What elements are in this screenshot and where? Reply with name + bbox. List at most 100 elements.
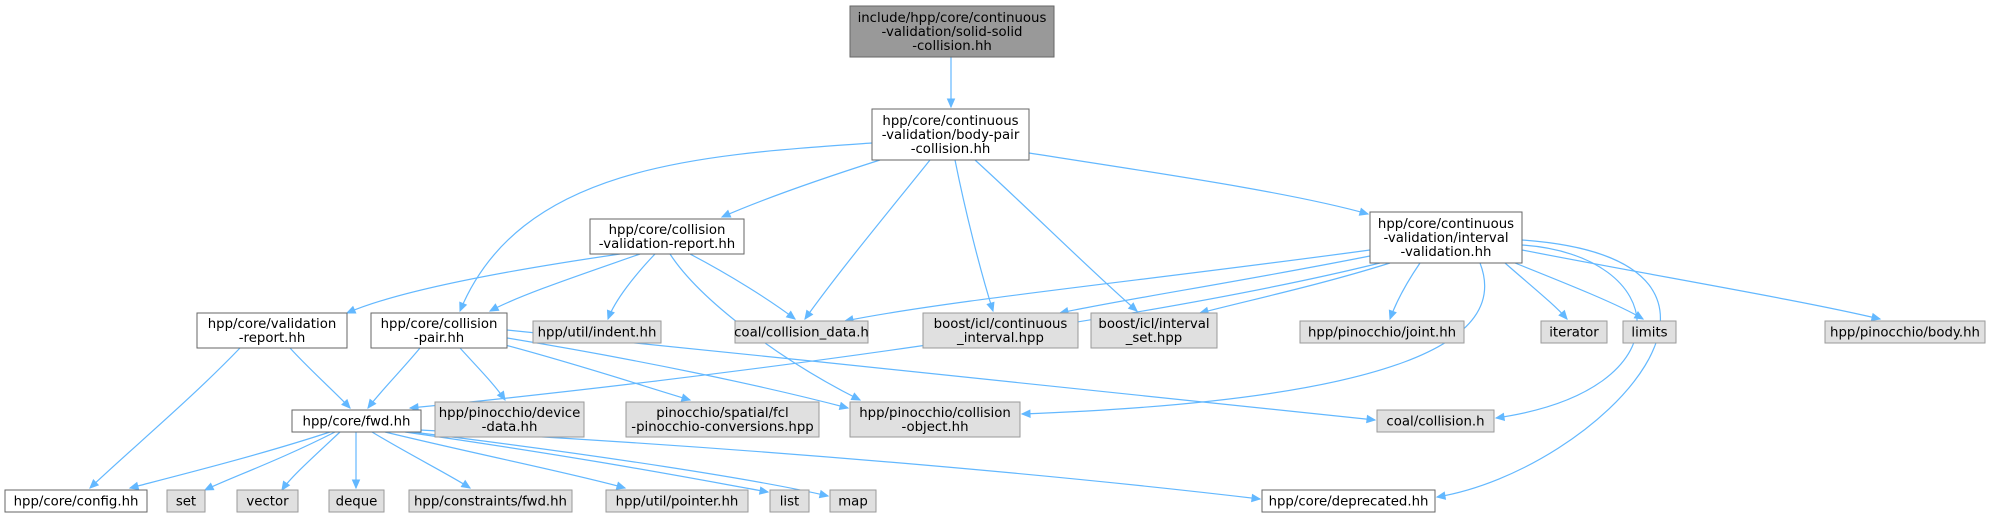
node-box (1824, 320, 1986, 344)
node-label-line: vector (246, 495, 289, 510)
node-devdata: hpp/pinocchio/device-data.hh (434, 401, 585, 438)
node-deprecated[interactable]: hpp/core/deprecated.hh (1261, 489, 1436, 513)
edge-cpair-to-coalcoll (506, 329, 1376, 421)
edge-cvreport-to-indent (607, 253, 656, 320)
node-label-line: -validation/interval (1383, 231, 1508, 246)
node-label-line: hpp/core/fwd.hh (303, 415, 411, 430)
node-box (605, 489, 749, 513)
node-label-line: -collision.hh (912, 39, 992, 54)
edge-bodypair-to-icl_set (974, 159, 1138, 312)
node-box (734, 320, 869, 344)
node-box (1369, 211, 1523, 264)
node-label-line: -collision.hh (911, 142, 991, 157)
node-label-line: hpp/core/deprecated.hh (1269, 495, 1429, 510)
node-box (849, 5, 1055, 58)
arrowhead-bodypair-to-cvreport (720, 209, 732, 218)
edge-interval-to-coaldata (844, 249, 1371, 322)
node-cpair[interactable]: hpp/core/collision-pair.hh (370, 312, 508, 349)
edge-bodypair-to-cvreport (721, 159, 881, 218)
node-cfwd: hpp/constraints/fwd.hh (408, 489, 573, 513)
node-cvreport[interactable]: hpp/core/collision-validation-report.hh (589, 218, 745, 255)
node-box (196, 312, 348, 349)
edge-interval-to-limits (1514, 262, 1644, 320)
node-root[interactable]: include/hpp/core/continuous-validation/s… (849, 5, 1055, 58)
node-box (769, 489, 810, 513)
edge-cpair-to-devdata (459, 347, 506, 401)
node-coalcoll: coal/collision.h (1376, 409, 1495, 433)
edge-bodypair-to-coaldata (804, 159, 931, 320)
edge-vreport-to-fwd (289, 347, 351, 409)
node-indent: hpp/util/indent.hh (532, 320, 662, 344)
node-label-line: hpp/constraints/fwd.hh (414, 495, 567, 510)
node-coaldata: coal/collision_data.h (734, 320, 869, 344)
node-fwd[interactable]: hpp/core/fwd.hh (291, 409, 422, 433)
node-icl_set: boost/icl/interval_set.hpp (1090, 312, 1218, 349)
node-box (589, 218, 745, 255)
node-label-line: limits (1631, 326, 1667, 341)
edge-fwd-to-map (411, 431, 829, 497)
node-label-line: hpp/core/collision (609, 223, 726, 238)
node-label-line: deque (336, 495, 378, 510)
node-label-line: include/hpp/core/continuous (858, 11, 1047, 26)
node-label-line: -validation-report.hh (599, 237, 735, 252)
edge-interval-to-icl_cont (1059, 254, 1376, 314)
node-label-line: pinocchio/spatial/fcl (656, 406, 789, 421)
arrowhead-bodypair-to-icl_cont (986, 301, 995, 313)
node-label-line: hpp/util/indent.hh (538, 326, 657, 341)
arrowhead-fwd-to-config (128, 481, 140, 490)
arrowhead-fwd-to-cfwd (460, 479, 472, 489)
node-label-line: list (780, 495, 800, 510)
node-box (532, 320, 662, 344)
edge-bodypair-to-icl_cont (954, 159, 994, 312)
node-label-line: map (838, 495, 868, 510)
edge-fwd-to-list (404, 431, 769, 493)
node-label-line: hpp/core/config.hh (14, 495, 139, 510)
arrowhead-fwd-to-pointer (615, 481, 627, 490)
node-label-line: hpp/core/continuous (1378, 217, 1514, 232)
node-box (1090, 312, 1218, 349)
node-label-line: -pair.hh (414, 331, 464, 346)
node-box (829, 489, 877, 513)
edge-cvreport-to-coaldata (689, 253, 796, 320)
node-label-line: hpp/pinocchio/collision (859, 406, 1011, 421)
node-label-line: coal/collision.h (1386, 415, 1484, 430)
arrowhead-interval-to-deprecated (1435, 491, 1447, 500)
node-label-line: set (176, 495, 196, 510)
node-body: hpp/pinocchio/body.hh (1824, 320, 1986, 344)
arrowhead-cpair-to-coalcoll (1366, 414, 1377, 424)
node-pointer: hpp/util/pointer.hh (605, 489, 749, 513)
arrowhead-interval-to-body (1870, 312, 1882, 322)
arrowhead-cvreport-to-vreport (345, 305, 357, 314)
arrowhead-interval-to-coalcoll (1494, 412, 1506, 422)
node-vreport[interactable]: hpp/core/validation-report.hh (196, 312, 348, 349)
node-label-line: -object.hh (901, 420, 968, 435)
node-interval[interactable]: hpp/core/continuous-validation/interval-… (1369, 211, 1523, 264)
node-label-line: coal/collision_data.h (734, 326, 869, 341)
arrowhead-cvreport-to-indent (606, 309, 615, 321)
arrowhead-fwd-to-deprecated (1251, 493, 1262, 503)
edge-vreport-to-config (89, 347, 241, 489)
node-label-line: -pinocchio-conversions.hpp (631, 420, 813, 435)
arrowhead-fwd-to-list (758, 486, 770, 495)
node-bodypair[interactable]: hpp/core/continuous-validation/body-pair… (871, 108, 1030, 161)
edge-interval-to-body (1521, 249, 1881, 320)
node-label-line: -report.hh (239, 331, 306, 346)
arrowhead-interval-to-iterator (1558, 309, 1568, 320)
edge-interval-to-icl_set (1199, 262, 1391, 314)
arrowhead-cvreport-to-cpair (488, 303, 500, 312)
node-limits: limits (1622, 320, 1677, 344)
node-box (922, 312, 1079, 349)
arrowhead-vreport-to-config (89, 479, 100, 489)
node-label-line: hpp/core/validation (208, 317, 337, 332)
arrowhead-fwd-to-set (203, 482, 215, 491)
arrowhead-cpair-to-collobj (838, 401, 850, 410)
edge-interval-to-joint (1389, 262, 1421, 320)
dependency-edges (89, 56, 1882, 503)
node-label-line: iterator (1549, 326, 1599, 341)
node-config[interactable]: hpp/core/config.hh (4, 489, 148, 513)
arrowhead-cpair-to-fwd (367, 398, 377, 409)
node-fclconv: pinocchio/spatial/fcl-pinocchio-conversi… (625, 401, 820, 438)
arrowhead-fwd-to-vector (281, 480, 291, 492)
arrowhead-interval-to-collobj (1020, 409, 1031, 418)
